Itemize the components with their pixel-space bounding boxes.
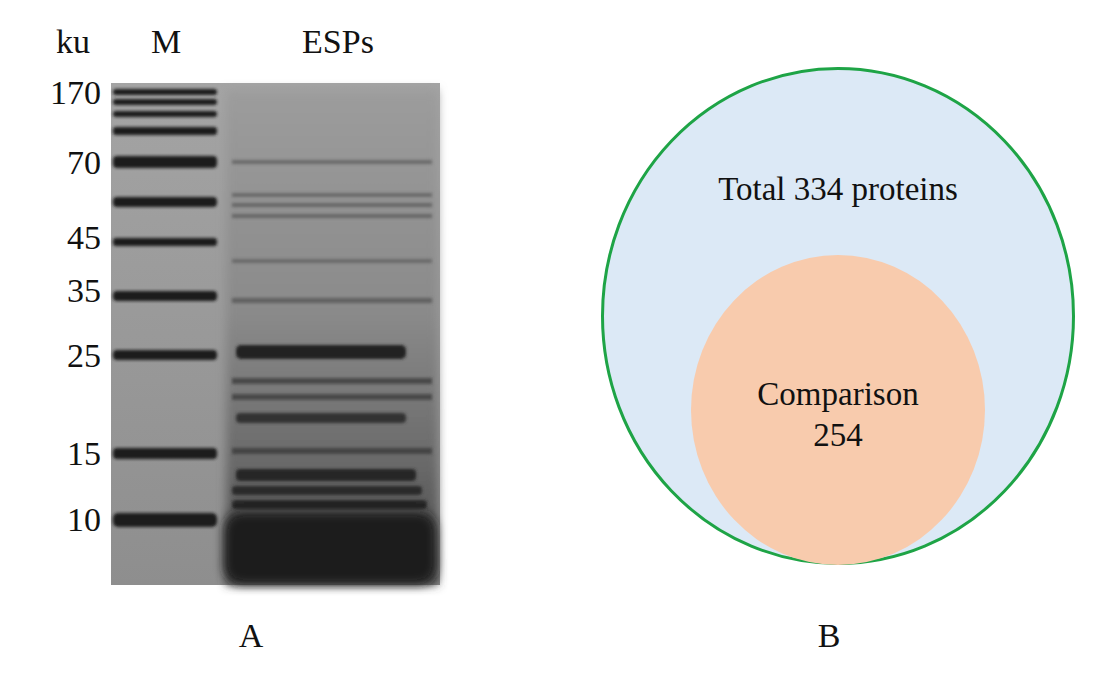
circle-shape bbox=[691, 255, 985, 565]
panel-letter: B bbox=[818, 619, 841, 653]
marker-size: 25 bbox=[67, 339, 101, 373]
marker-size: 70 bbox=[67, 146, 101, 180]
marker-size: 15 bbox=[67, 437, 101, 471]
subset-circle: Comparison 254 bbox=[691, 255, 985, 565]
set-label: Total 334 proteins bbox=[628, 169, 1048, 210]
marker-size: 170 bbox=[50, 76, 101, 110]
marker-size: 10 bbox=[67, 503, 101, 537]
marker-size: 45 bbox=[67, 221, 101, 255]
sample-lane bbox=[226, 90, 438, 585]
gel-background bbox=[111, 83, 440, 585]
panel-letter: A bbox=[239, 619, 264, 653]
sample-bands bbox=[224, 160, 436, 584]
marker-size: 35 bbox=[67, 274, 101, 308]
total-set-circle: Total 334 proteinsComparison 254 bbox=[601, 67, 1075, 565]
lane-label: M bbox=[151, 25, 181, 59]
set-label: Comparison 254 bbox=[738, 374, 938, 457]
lane-label: ESPs bbox=[302, 25, 374, 59]
unit-label: ku bbox=[56, 25, 90, 59]
marker-lane bbox=[113, 89, 217, 527]
